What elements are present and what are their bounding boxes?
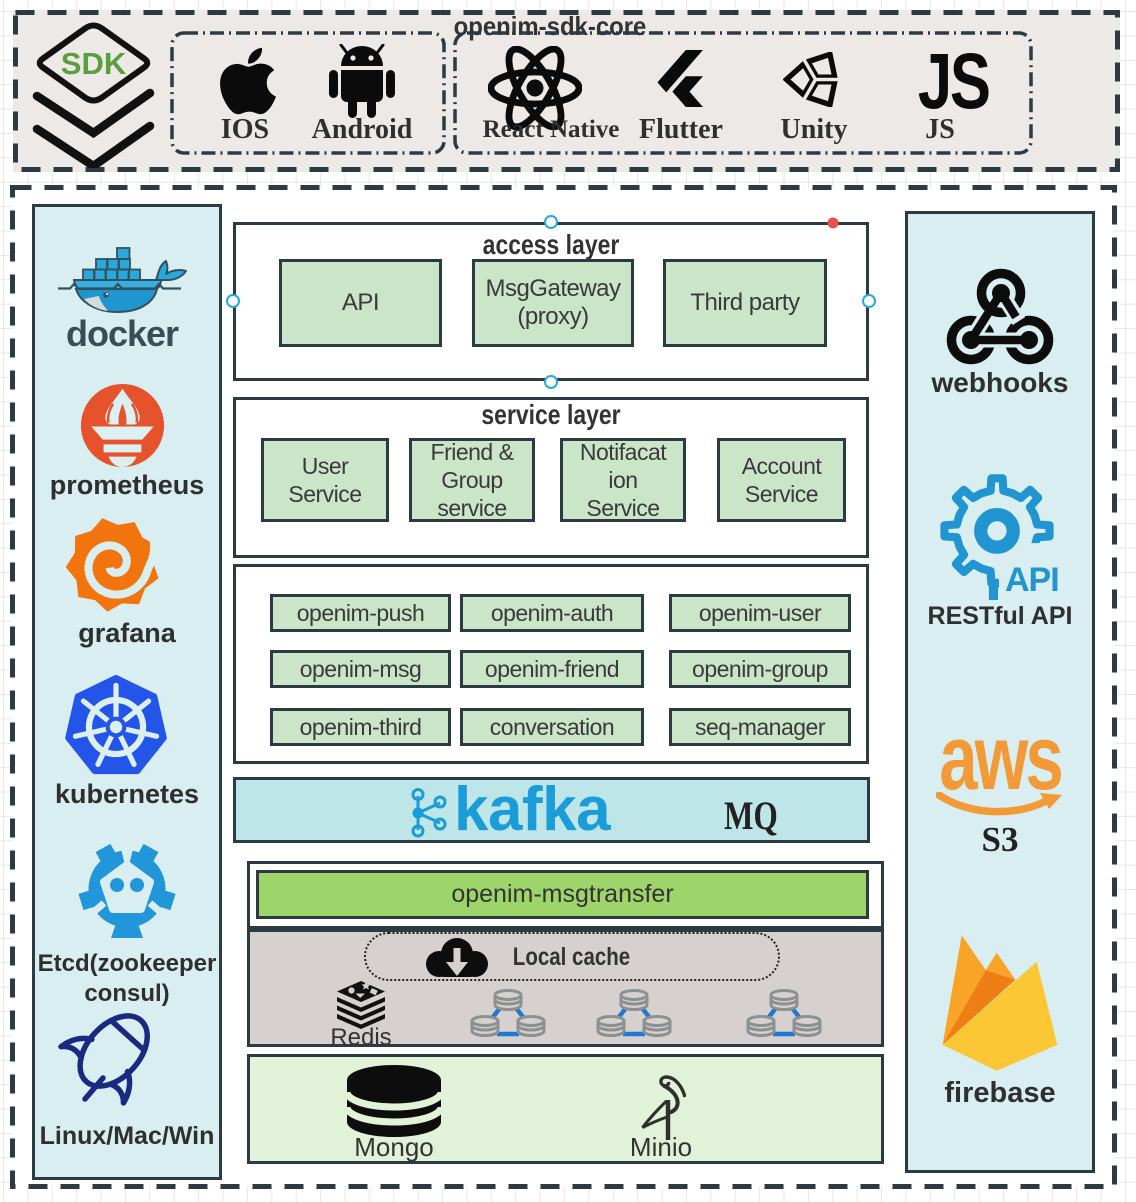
- svg-text:SDK: SDK: [61, 46, 127, 81]
